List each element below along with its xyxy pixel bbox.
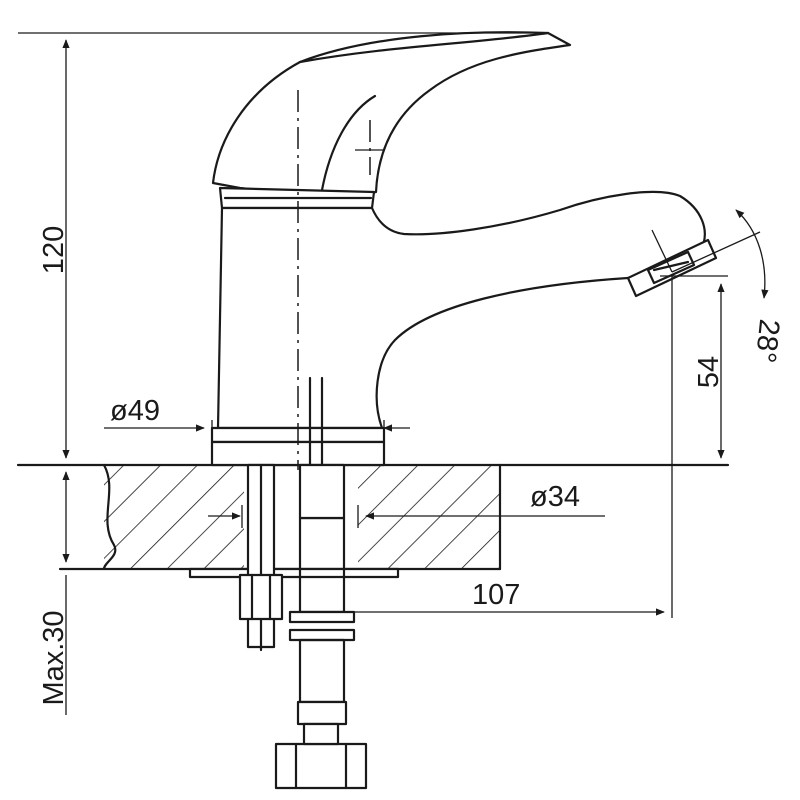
countertop-section xyxy=(16,463,730,579)
lever-inner-line xyxy=(320,94,377,192)
lever-handle xyxy=(211,31,572,198)
dim-spout-angle: 28° xyxy=(651,209,785,364)
dim-body-diameter: ø49 xyxy=(104,395,410,436)
dim-body-diameter-label: ø49 xyxy=(110,395,160,427)
faucet-body xyxy=(210,31,718,467)
hose-nut xyxy=(274,742,368,790)
dim-spout-angle-label: 28° xyxy=(749,317,785,364)
mounting-plate xyxy=(188,567,400,579)
flex-hose-upper xyxy=(298,516,346,614)
countertop-break-line xyxy=(102,463,117,571)
dim-hole-diameter-label: ø34 xyxy=(530,481,580,513)
dim-counter-thickness: Max.30 xyxy=(38,471,70,715)
dim-overall-height: 120 xyxy=(18,32,548,459)
countertop-hatch-right xyxy=(358,465,500,569)
mounting-hardware xyxy=(238,376,368,790)
dim-spout-reach-label: 107 xyxy=(472,579,520,611)
stud-nut xyxy=(238,573,284,621)
dim-hole-diameter: ø34 xyxy=(208,481,605,528)
dim-spout-height: 54 xyxy=(660,275,728,459)
flex-hose-lower xyxy=(298,638,346,704)
dim-counter-thickness-label: Max.30 xyxy=(38,610,70,705)
lever-top-line xyxy=(298,31,550,64)
dim-overall-height-label: 120 xyxy=(38,226,70,274)
dim-spout-height-label: 54 xyxy=(693,356,725,388)
dim-spout-reach: 107 xyxy=(312,276,673,618)
countertop-hatch-left xyxy=(104,465,244,569)
body-and-spout xyxy=(216,190,706,430)
hose-clamp xyxy=(288,610,356,624)
